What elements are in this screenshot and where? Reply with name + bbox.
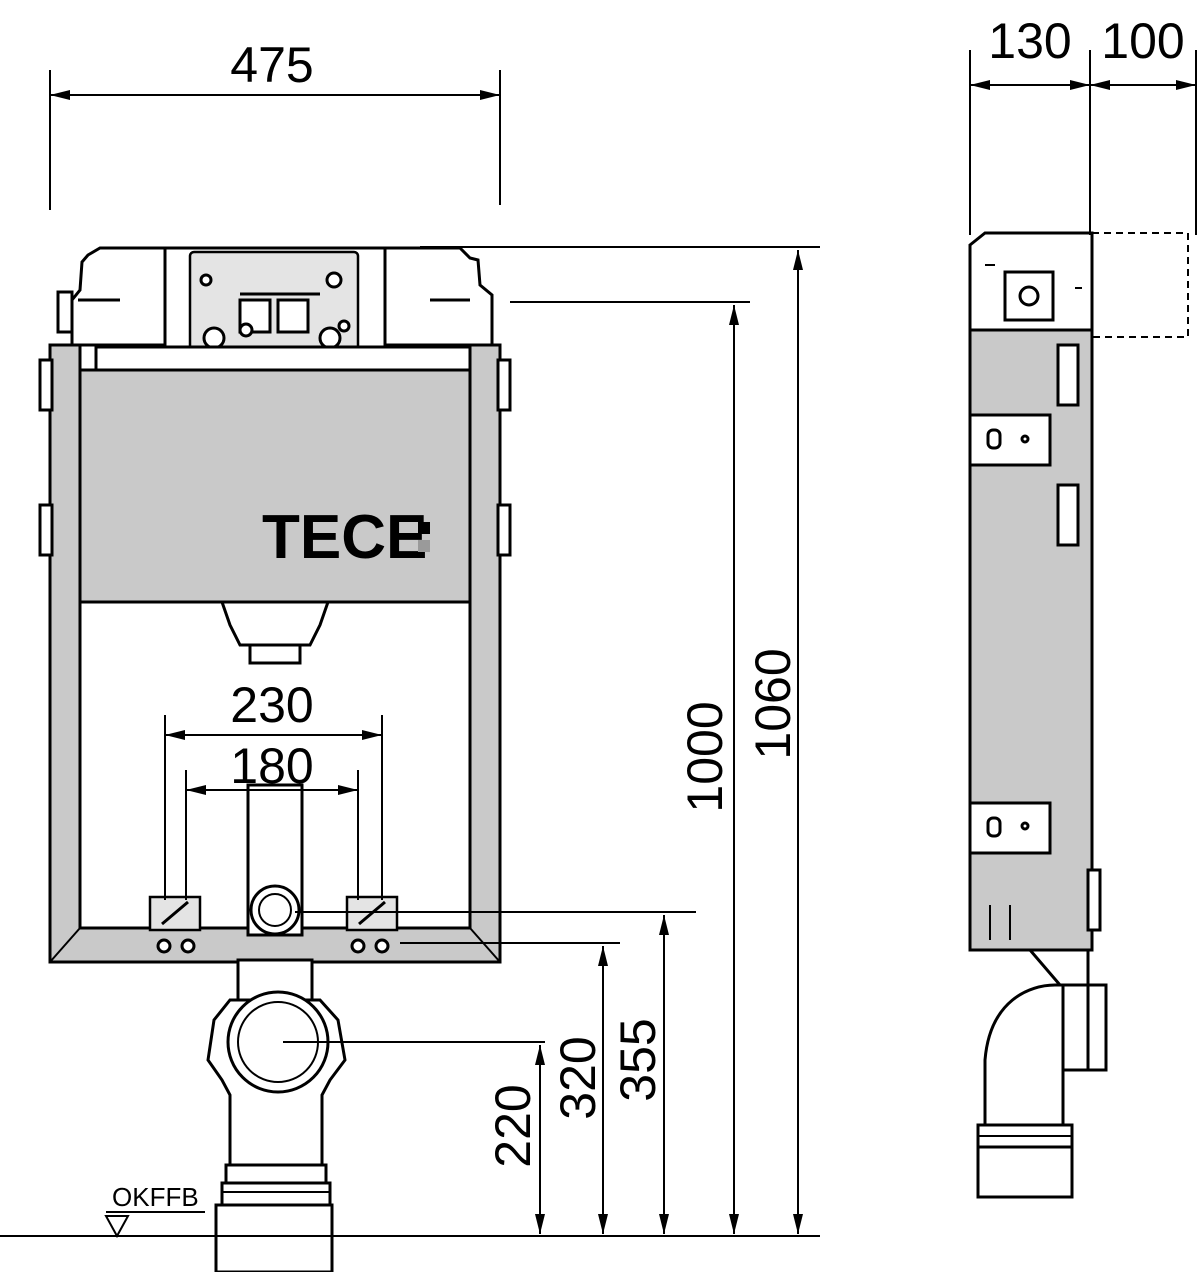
floor-reference-label: OKFFB <box>112 1182 199 1212</box>
dimension-lines <box>0 50 1197 1237</box>
dim-height-220: 220 <box>485 1084 541 1167</box>
dim-depth-130: 130 <box>988 13 1071 69</box>
dim-bolt-230: 230 <box>230 677 313 733</box>
side-view <box>968 231 1189 1199</box>
flush-pipe <box>219 600 331 937</box>
front-view: TECE <box>38 246 512 1272</box>
dim-height-355: 355 <box>610 1018 666 1101</box>
dimension-labels: 475 130 100 230 180 1060 1000 355 320 22… <box>230 13 1184 1168</box>
floor-level-triangle-icon <box>104 1215 130 1239</box>
cistern-lid-strip <box>94 345 492 372</box>
mounting-frame <box>38 343 512 964</box>
logo-dot-bottom <box>418 540 430 552</box>
dim-height-1060: 1060 <box>745 648 801 759</box>
wc-fixing-blocks <box>148 895 399 954</box>
dim-width-475: 475 <box>230 37 313 93</box>
brand-logo: TECE <box>262 503 430 572</box>
dim-height-320: 320 <box>550 1036 606 1119</box>
dim-height-1000: 1000 <box>677 701 733 812</box>
floor-reference: OKFFB <box>104 1182 205 1239</box>
dim-depth-100: 100 <box>1101 13 1184 69</box>
logo-dot-top <box>418 522 430 534</box>
logo-text: TECE <box>262 503 427 572</box>
drain-connection <box>206 958 347 1272</box>
dim-bolt-180: 180 <box>230 738 313 794</box>
flush-valve-plate <box>163 246 387 360</box>
